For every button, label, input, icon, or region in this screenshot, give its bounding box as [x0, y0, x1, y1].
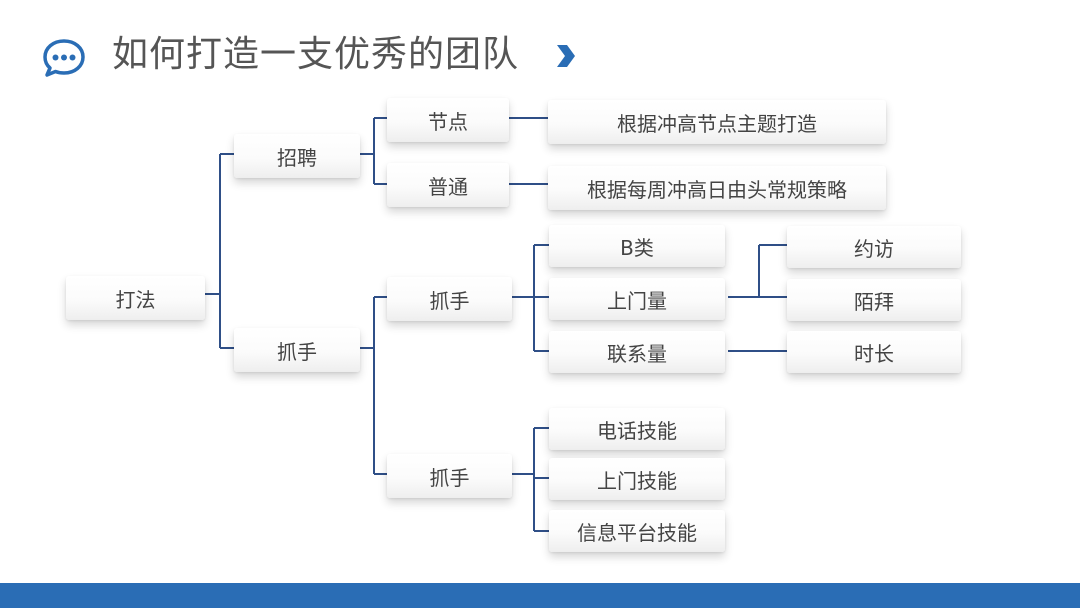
node-phone-skill: 电话技能	[549, 408, 725, 450]
node-visit-skill: 上门技能	[549, 458, 725, 500]
node-recruit-regular-detail: 根据每周冲高日由头常规策略	[548, 166, 886, 210]
node-platform-skill: 信息平台技能	[549, 510, 725, 552]
chevron-right-icon	[557, 45, 575, 67]
node-grasp-a: 抓手	[387, 277, 512, 321]
node-appointment: 约访	[787, 226, 961, 268]
node-duration: 时长	[787, 331, 961, 373]
footer-bar	[0, 583, 1080, 608]
node-grasp: 抓手	[234, 328, 360, 372]
node-b-type: B类	[549, 225, 725, 267]
node-recruit-key-detail: 根据冲高节点主题打造	[548, 100, 886, 144]
node-visit-count: 上门量	[549, 278, 725, 320]
page-title: 如何打造一支优秀的团队	[112, 34, 520, 75]
node-recruit-key: 节点	[387, 98, 509, 142]
node-root: 打法	[66, 276, 205, 320]
node-cold-visit: 陌拜	[787, 279, 961, 321]
node-recruit: 招聘	[234, 134, 360, 178]
chat-bubble-icon	[43, 39, 85, 77]
node-contact-count: 联系量	[549, 331, 725, 373]
node-recruit-regular: 普通	[387, 163, 509, 207]
node-grasp-b: 抓手	[387, 454, 512, 498]
